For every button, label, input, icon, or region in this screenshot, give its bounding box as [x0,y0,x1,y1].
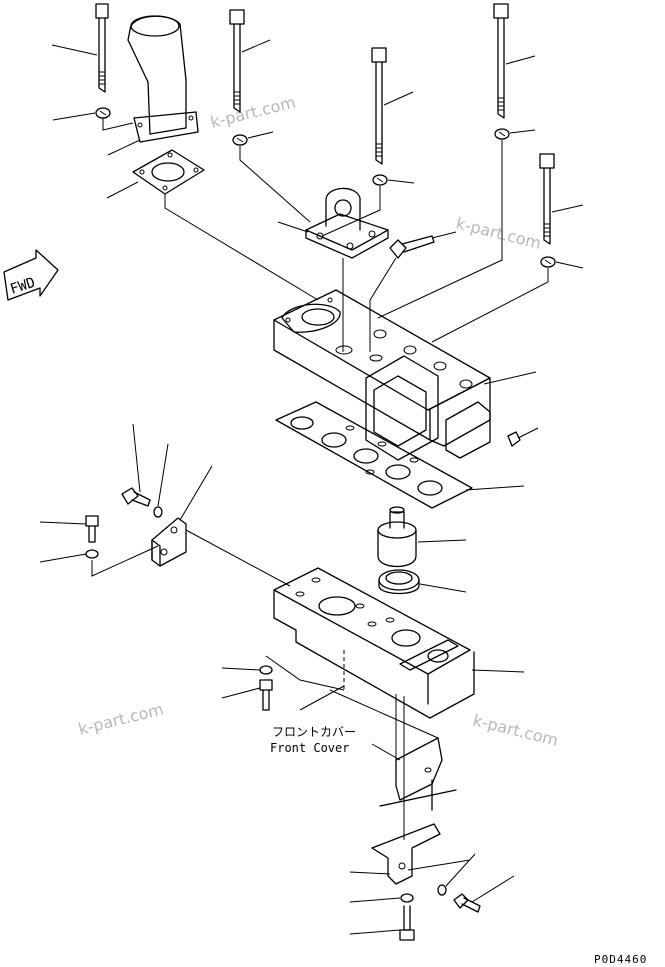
leader-bolt-10 [349,929,401,935]
leader-thermostat-housing [471,669,525,673]
washer-1-icon [95,107,111,119]
leader-bolt-1 [51,44,98,56]
exhaust-manifold-icon [273,289,491,461]
leader-washer-9 [445,853,476,887]
fwd-label: FWD [8,275,37,298]
bolt-4-icon [493,3,509,119]
leader-washer-3 [387,179,415,184]
front-cover-jp-label: フロントカバー [272,725,356,739]
leader-washer-10 [349,897,401,903]
leader-washer-8 [221,667,261,671]
leader-small-bolt [431,231,457,239]
leader-washer-8-drop [265,655,345,691]
washer-6-icon [153,506,163,518]
leader-bolt-7 [39,521,87,525]
bolt-1-icon [95,3,109,93]
bolt-6-icon [121,487,151,507]
washer-7-icon [85,549,99,559]
bolt-10-icon [399,905,415,941]
leader-front-cover-text [371,743,401,761]
bolt-7-icon [85,515,99,543]
washer-10-icon [400,893,414,903]
front-cover-icon [379,737,457,811]
bolt-2-icon [229,9,245,113]
washer-5-icon [540,256,556,268]
watermark-1: k-part.com [208,92,297,132]
lifting-bracket-icon [305,187,389,259]
washer-8-icon [259,665,273,675]
drawing-code: P0D4460 [594,953,647,966]
watermark-3: k-part.com [76,699,165,739]
leader-front-cover [299,685,345,711]
washer-4-icon [494,128,510,140]
leader-washer-5-drop [431,268,549,343]
bolt-8-icon [259,679,273,711]
leader-washer-3-drop [321,186,381,237]
washer-2-icon [232,134,248,146]
leader-manifold-gasket [465,485,525,491]
bracket-left-icon [151,517,187,567]
leader-washer-7 [39,553,87,563]
thermostat-icon [377,506,417,568]
small-bolt-icon [389,235,435,259]
washer-3-icon [372,174,388,186]
watermark-4: k-part.com [471,710,560,750]
leader-washer-1-drop [102,118,134,131]
leader-bolt-3 [383,91,414,106]
leader-bracket-bottom [349,871,391,875]
leader-washer-4 [509,129,536,134]
leader-washer-5 [555,261,584,269]
front-cover-line-1 [329,689,439,739]
bolt-9-icon [453,893,481,913]
elbow-outlet-icon [127,15,199,143]
leader-bracket-left [179,465,213,521]
manifold-gasket-icon [275,401,473,509]
leader-bolt-9 [471,875,515,903]
seal-ring-icon [378,569,420,595]
leader-small-bolt-drop [369,257,397,352]
leader-bolt-5 [551,204,584,213]
leader-thermostat [417,539,467,543]
watermark-2: k-part.com [454,213,543,253]
leader-manifold [483,371,537,385]
leader-bracket-bottom-right [407,859,471,871]
leader-washer-2 [247,131,274,139]
leader-washer-6 [157,443,169,507]
leader-bolt-8 [221,687,261,699]
leader-bolt-2 [241,39,271,53]
bracket-bottom-icon [371,823,441,885]
bolt-5-icon [539,153,555,245]
thermostat-housing-icon [273,567,475,719]
leader-bracket-left-to-cover [185,529,291,587]
leader-washer-1 [52,112,96,121]
leader-bracket [277,221,309,233]
gasket-top-icon [132,149,205,195]
bolt-3-icon [371,47,387,165]
leader-gasket-top [106,181,139,199]
leader-bolt-6 [132,423,141,493]
front-cover-en-label: Front Cover [270,741,349,755]
leader-washer-7-drop [91,545,159,577]
leader-elbow [107,139,141,156]
leader-gasket-to-manifold [164,194,319,301]
leader-seal [419,583,467,593]
leader-washer-2-drop [239,146,311,223]
washer-9-icon [437,884,447,896]
leader-bolt-4 [505,55,536,65]
manifold-plug-icon [507,431,521,447]
leader-washer-4-drop [377,140,503,319]
leader-manifold-plug [517,427,539,439]
fwd-arrow-icon: FWD [3,249,59,301]
